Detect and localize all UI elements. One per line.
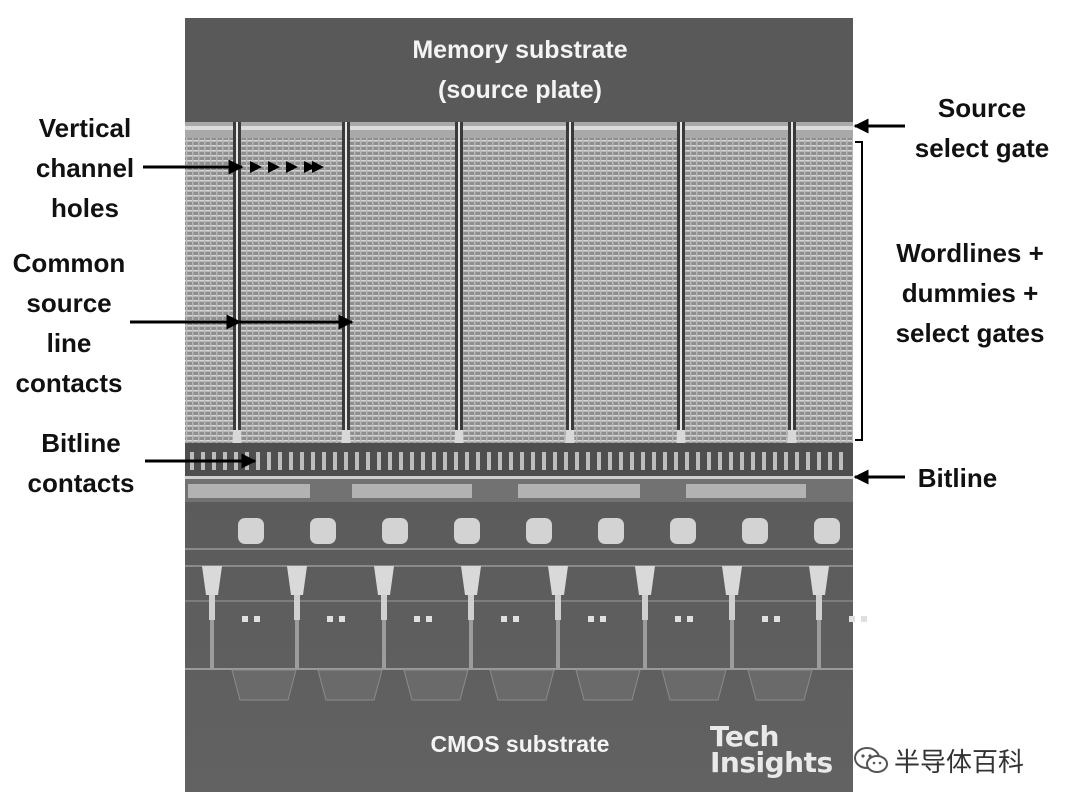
memory-substrate-region <box>185 18 853 122</box>
channel-hole-arrowheads <box>250 161 324 173</box>
wechat-watermark: 半导体百科 <box>852 740 1062 780</box>
label-bitline: Bitline <box>917 463 998 493</box>
wordline-stack <box>185 138 853 443</box>
label-common-source-line-contacts: Common source line contacts <box>12 248 126 398</box>
cmos-substrate-label: CMOS substrate <box>430 731 610 757</box>
annotation-arrows <box>130 118 905 485</box>
memory-substrate-label: Memory substrate (source plate) <box>412 36 628 104</box>
sem-image <box>185 18 867 792</box>
cmos-interconnects <box>202 518 867 668</box>
techinsights-logo: Tech Insights <box>710 720 833 779</box>
watermark-text: 半导体百科 <box>894 748 1025 778</box>
wordline-bracket <box>855 141 863 441</box>
label-wordlines-dummies-select-gates: Wordlines + dummies + select gates <box>895 238 1045 348</box>
label-vertical-channel-holes: Vertical channel holes <box>35 113 135 223</box>
label-source-select-gate: Source select gate <box>914 93 1050 163</box>
label-bitline-contacts: Bitline contacts <box>27 428 135 498</box>
wechat-icon <box>854 747 888 773</box>
